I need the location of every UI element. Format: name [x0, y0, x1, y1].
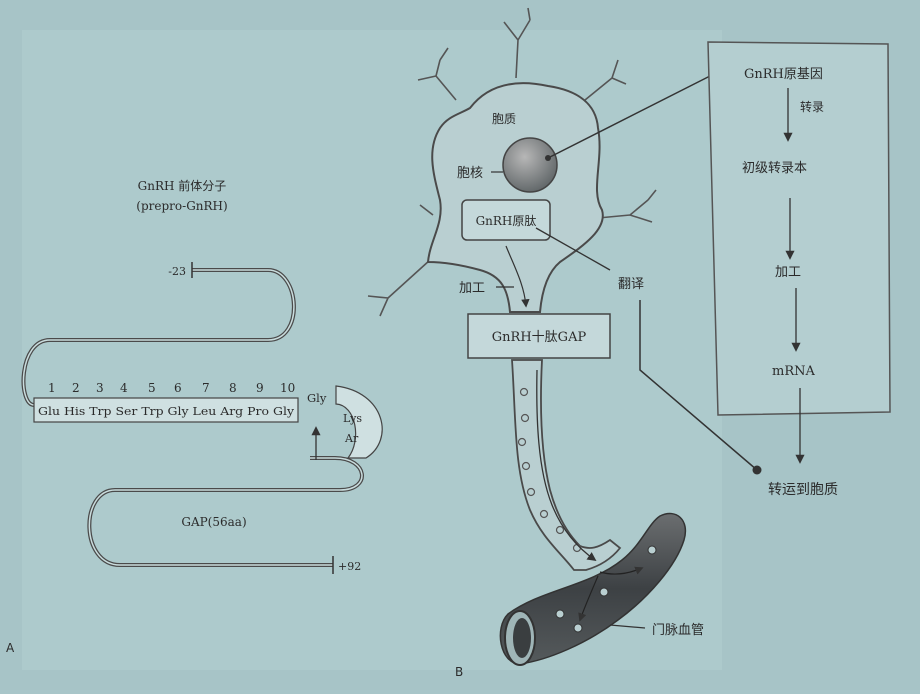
prohormone-label: GnRH原肽	[476, 213, 537, 228]
transport-connector-dot	[752, 465, 762, 475]
residue-number: 4	[120, 381, 128, 395]
residue-number: 8	[229, 381, 237, 395]
start-label: -23	[168, 265, 186, 278]
residue-number: 7	[202, 381, 210, 395]
residue-number: 1	[48, 381, 56, 395]
release-arrow-2	[599, 566, 644, 575]
residue-number: 9	[256, 381, 264, 395]
axon-transport-arrow	[536, 369, 597, 562]
cleavage-gly: Gly	[307, 391, 327, 405]
neuron-cell-body	[426, 82, 604, 313]
decapeptide-box	[33, 397, 299, 423]
residue-number: 6	[174, 381, 182, 395]
gene-expression-flow: GnRH原基因 转录 初级转录本 加工 mRNA 转运到胞质	[707, 41, 891, 498]
decapeptide-gap-label: GnRH十肽GAP	[492, 330, 587, 345]
residue-number: 2	[72, 381, 80, 395]
panel-a: GnRH 前体分子 (prepro-GnRH) -23 1 2 3 4 5 6 …	[6, 178, 383, 655]
nucleus	[502, 137, 558, 193]
flow-processing: 加工	[775, 265, 801, 280]
flow-gene: GnRH原基因	[744, 67, 823, 82]
processing-label: 加工	[459, 281, 485, 296]
cytoplasm-label: 胞质	[492, 112, 516, 126]
residue-numbers: 1 2 3 4 5 6 7 8 9 10	[48, 381, 295, 395]
cleavage-arg: Ar	[344, 432, 359, 445]
flow-box	[707, 41, 891, 416]
panel-b-label: B	[455, 665, 463, 679]
translation-pointer	[535, 227, 611, 271]
decapeptide-sequence: Glu His Trp Ser Trp Gly Leu Arg Pro Gly	[38, 404, 295, 418]
axon	[511, 359, 622, 571]
flow-mrna: mRNA	[772, 364, 815, 379]
peptide-chain-highlight	[22, 269, 363, 566]
gap-label: GAP(56aa)	[181, 515, 246, 529]
release-arrow-1	[578, 575, 599, 622]
residue-number: 10	[280, 381, 295, 395]
residue-number: 3	[96, 381, 104, 395]
gene-connector	[547, 74, 713, 159]
nucleus-label: 胞核	[457, 166, 483, 181]
prepro-title: GnRH 前体分子	[138, 178, 227, 193]
processing-arrow	[505, 245, 530, 308]
panel-b: 胞核 胞质 GnRH原肽 加工 GnRH十肽GAP 翻译 门	[367, 7, 762, 679]
flow-transcription: 转录	[800, 99, 824, 114]
vessel-pointer	[609, 624, 646, 629]
translation-label: 翻译	[618, 277, 644, 292]
gene-connector-dot	[545, 155, 551, 161]
transport-label: 转运到胞质	[768, 482, 838, 498]
flow-primary-transcript: 初级转录本	[742, 161, 807, 176]
vessel-granules	[555, 545, 657, 633]
dendrites	[367, 7, 657, 317]
vessel-lumen	[513, 618, 531, 658]
panel-a-label: A	[6, 641, 15, 655]
cleavage-lys: Lys	[343, 412, 362, 425]
prohormone-box	[461, 199, 551, 241]
transport-connector	[639, 300, 758, 471]
decapeptide-gap-box	[467, 313, 611, 359]
portal-vessel-label: 门脉血管	[652, 623, 704, 638]
residue-number: 5	[148, 381, 156, 395]
prepro-subtitle: (prepro-GnRH)	[136, 199, 227, 213]
lys-arg-segment	[335, 385, 383, 459]
end-label: +92	[338, 560, 361, 573]
